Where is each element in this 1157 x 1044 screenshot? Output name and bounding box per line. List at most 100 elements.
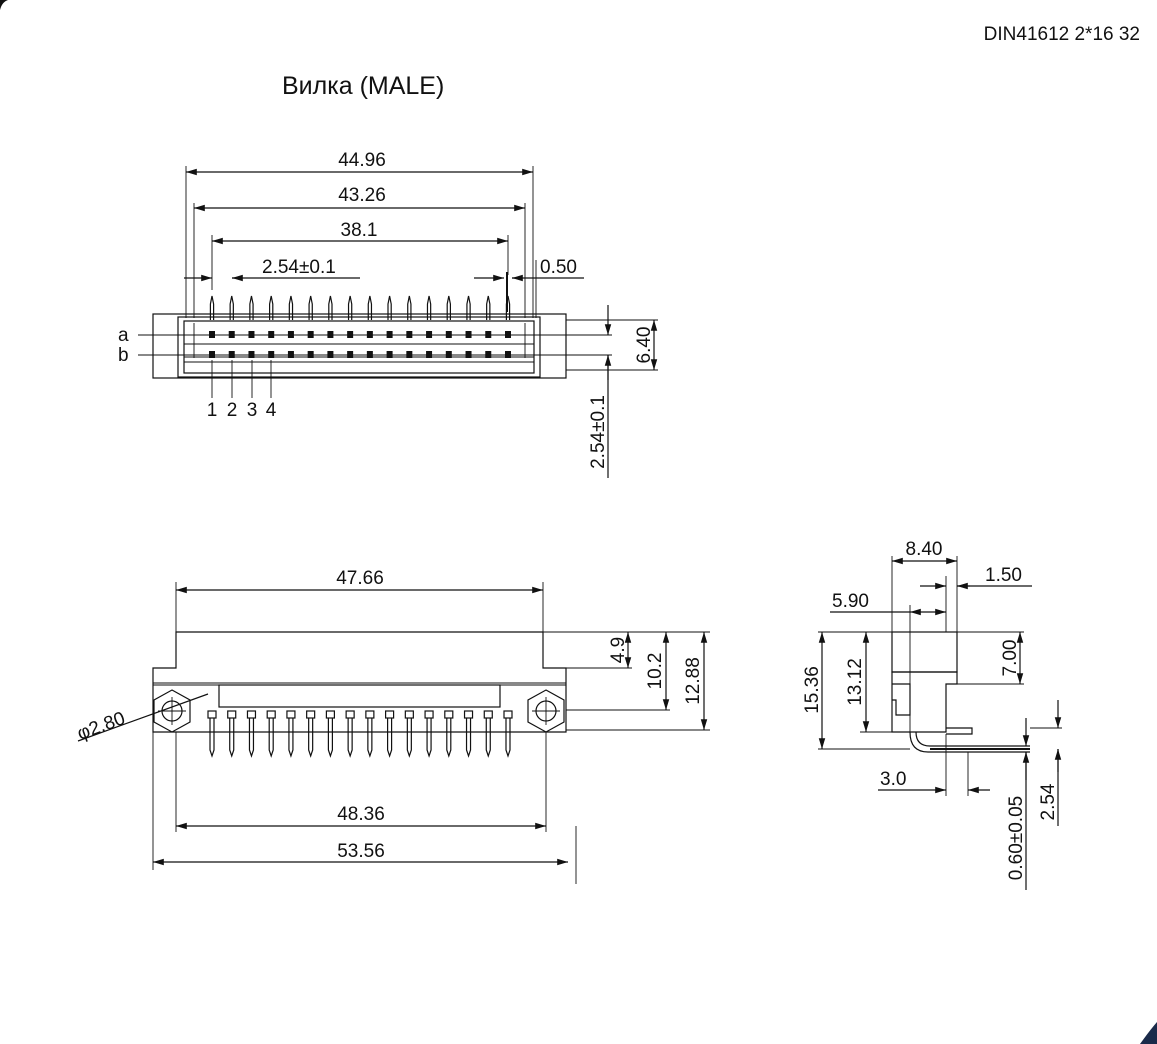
dim-body-width: 43.26 bbox=[338, 185, 386, 206]
pin-row-b bbox=[307, 351, 314, 358]
dim-side-height-total: 15.36 bbox=[802, 666, 823, 714]
front-pin bbox=[246, 710, 257, 758]
pin-row-a bbox=[209, 331, 215, 338]
mounting-hole-right bbox=[527, 689, 565, 733]
top-pin-tip bbox=[407, 295, 412, 320]
front-pins-group bbox=[207, 710, 513, 758]
pin-row-b bbox=[366, 351, 373, 358]
pin-row-a bbox=[307, 331, 314, 338]
top-pin-tip bbox=[269, 295, 274, 320]
pin-row-a bbox=[465, 331, 472, 338]
dim-front-inner: 48.36 bbox=[337, 804, 385, 825]
dim-side-offset: 3.0 bbox=[880, 769, 906, 790]
pin-row-b bbox=[248, 351, 255, 358]
dim-front-top: 47.66 bbox=[336, 568, 384, 589]
front-pin bbox=[463, 710, 474, 758]
part-code: DIN41612 2*16 32 bbox=[984, 24, 1140, 45]
front-pin bbox=[286, 710, 296, 758]
front-pin bbox=[444, 710, 454, 758]
top-pin-tip bbox=[446, 295, 451, 320]
dim-pin-span: 38.1 bbox=[341, 220, 378, 241]
dim-front-h3: 12.88 bbox=[683, 657, 704, 705]
dim-side-thickness: 1.50 bbox=[985, 565, 1022, 586]
dim-side-height-body: 13.12 bbox=[845, 658, 866, 706]
front-pin bbox=[345, 710, 355, 758]
pin-row-a bbox=[485, 331, 492, 338]
front-pin bbox=[227, 710, 237, 758]
top-pin-tip bbox=[328, 295, 333, 320]
pin-row-b bbox=[209, 351, 215, 358]
corner-mark-bottom-right bbox=[1140, 1022, 1157, 1044]
pin-row-b bbox=[268, 351, 275, 358]
front-pin bbox=[207, 710, 217, 758]
top-view: 44.96 43.26 38.1 2.54±0.1 0.50 a b bbox=[118, 150, 658, 478]
front-pin bbox=[365, 710, 375, 758]
front-pin bbox=[325, 710, 335, 758]
side-view: 8.40 1.50 5.90 15.36 13.12 bbox=[802, 539, 1062, 890]
pin-row-a bbox=[347, 331, 354, 338]
front-view: 47.66 φ2.80 4.9 10.2 bbox=[75, 568, 710, 884]
pin-row-b bbox=[406, 351, 413, 358]
pin-row-b bbox=[287, 351, 294, 358]
dim-pin-width: 0.50 bbox=[540, 257, 577, 278]
dim-side-width: 8.40 bbox=[906, 539, 943, 560]
pin-row-b bbox=[386, 351, 393, 358]
top-pin-tip bbox=[347, 295, 353, 320]
dim-front-h2: 10.2 bbox=[645, 653, 666, 690]
pin-row-b bbox=[426, 351, 433, 358]
front-pin bbox=[404, 710, 414, 758]
top-pin-tip bbox=[367, 295, 373, 320]
dim-side-pitch: 2.54 bbox=[1038, 783, 1059, 820]
pin-row-a bbox=[505, 331, 511, 338]
dim-row-height: 6.40 bbox=[634, 327, 655, 364]
front-pin bbox=[503, 710, 513, 758]
pin-row-a bbox=[426, 331, 433, 338]
pin-row-b bbox=[228, 351, 235, 358]
front-pin bbox=[266, 710, 276, 758]
pin-row-b bbox=[327, 351, 334, 358]
pin-row-a bbox=[287, 331, 294, 338]
dim-overall-width: 44.96 bbox=[338, 150, 386, 171]
pin-row-a bbox=[406, 331, 413, 338]
pin-number-4: 4 bbox=[266, 400, 277, 421]
top-pins-group bbox=[209, 295, 511, 358]
top-pin-tip bbox=[249, 295, 254, 320]
top-pin-tip bbox=[209, 295, 215, 320]
pin-row-a bbox=[386, 331, 393, 338]
front-pin bbox=[306, 710, 316, 758]
pin-number-1: 1 bbox=[207, 400, 218, 421]
top-pin-tip bbox=[308, 295, 313, 320]
front-pin bbox=[424, 710, 434, 758]
dim-row-pitch: 2.54±0.1 bbox=[588, 395, 609, 469]
dim-side-depth: 5.90 bbox=[832, 591, 869, 612]
front-pin bbox=[483, 710, 493, 758]
dim-front-h1: 4.9 bbox=[608, 637, 629, 663]
pin-number-2: 2 bbox=[227, 400, 238, 421]
pin-row-a bbox=[248, 331, 255, 338]
pin-row-a bbox=[445, 331, 452, 338]
row-b-label: b bbox=[118, 345, 129, 366]
pin-number-3: 3 bbox=[247, 400, 258, 421]
top-pin-tip bbox=[426, 295, 432, 320]
pin-row-a bbox=[268, 331, 275, 338]
top-pin-tip bbox=[288, 295, 294, 320]
dim-pin-pitch: 2.54±0.1 bbox=[262, 257, 336, 278]
top-pin-tip bbox=[466, 295, 471, 320]
top-pin-tip bbox=[486, 295, 491, 320]
pin-row-a bbox=[327, 331, 334, 338]
top-pin-tip bbox=[387, 295, 392, 320]
top-pin-tip bbox=[505, 295, 511, 320]
dim-front-total: 53.56 bbox=[337, 841, 385, 862]
front-pin bbox=[385, 710, 395, 758]
pin-row-a bbox=[228, 331, 235, 338]
pin-row-b bbox=[485, 351, 492, 358]
corner-mark-top-left bbox=[0, 0, 8, 10]
pin-row-b bbox=[505, 351, 511, 358]
pin-row-b bbox=[347, 351, 354, 358]
row-a-label: a bbox=[118, 325, 129, 346]
top-pin-tip bbox=[229, 295, 234, 320]
dim-side-height-top: 7.00 bbox=[1000, 640, 1021, 677]
pin-row-b bbox=[465, 351, 472, 358]
pin-row-b bbox=[445, 351, 452, 358]
